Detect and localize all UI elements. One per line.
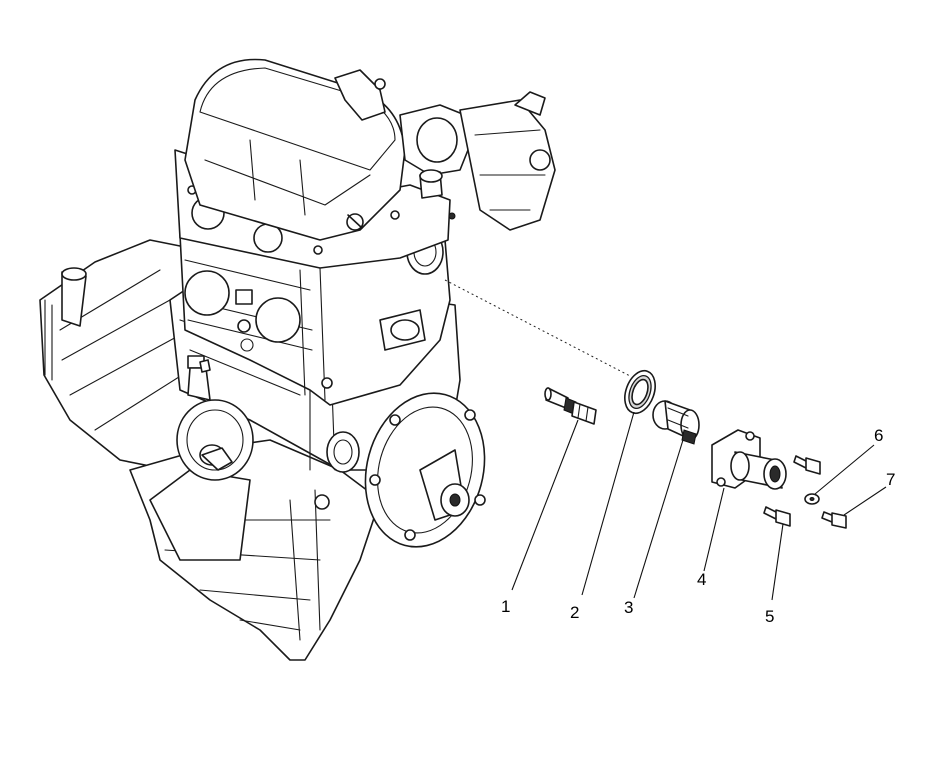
leader-4: [703, 487, 725, 572]
leader-1: [511, 419, 579, 591]
part-o-ring: [624, 369, 656, 415]
engine-assembly: [39, 58, 556, 661]
leader-2: [581, 411, 635, 596]
leader-5: [771, 523, 784, 601]
leader-6: [814, 444, 875, 495]
callout-6: 6: [874, 426, 883, 445]
part-bolt-upper: [793, 455, 821, 475]
part-thermostat-housing: [711, 429, 787, 490]
leader-3: [633, 439, 684, 599]
leader-lines: [511, 411, 887, 601]
callout-4: 4: [697, 570, 706, 589]
part-temperature-sensor: [544, 387, 597, 425]
callout-labels: 1 2 3 4 5 6 7: [501, 426, 895, 626]
part-small-bolt: [821, 511, 847, 529]
left-side-cover: [176, 399, 254, 481]
leader-7: [843, 486, 887, 516]
part-washer: [804, 493, 820, 505]
alignment-line: [444, 279, 631, 377]
callout-1: 1: [501, 597, 510, 616]
callout-2: 2: [570, 603, 579, 622]
callout-7: 7: [886, 470, 895, 489]
part-thermostat: [652, 400, 700, 445]
callout-5: 5: [765, 607, 774, 626]
part-bolt-lower: [763, 506, 791, 527]
callout-3: 3: [624, 598, 633, 617]
